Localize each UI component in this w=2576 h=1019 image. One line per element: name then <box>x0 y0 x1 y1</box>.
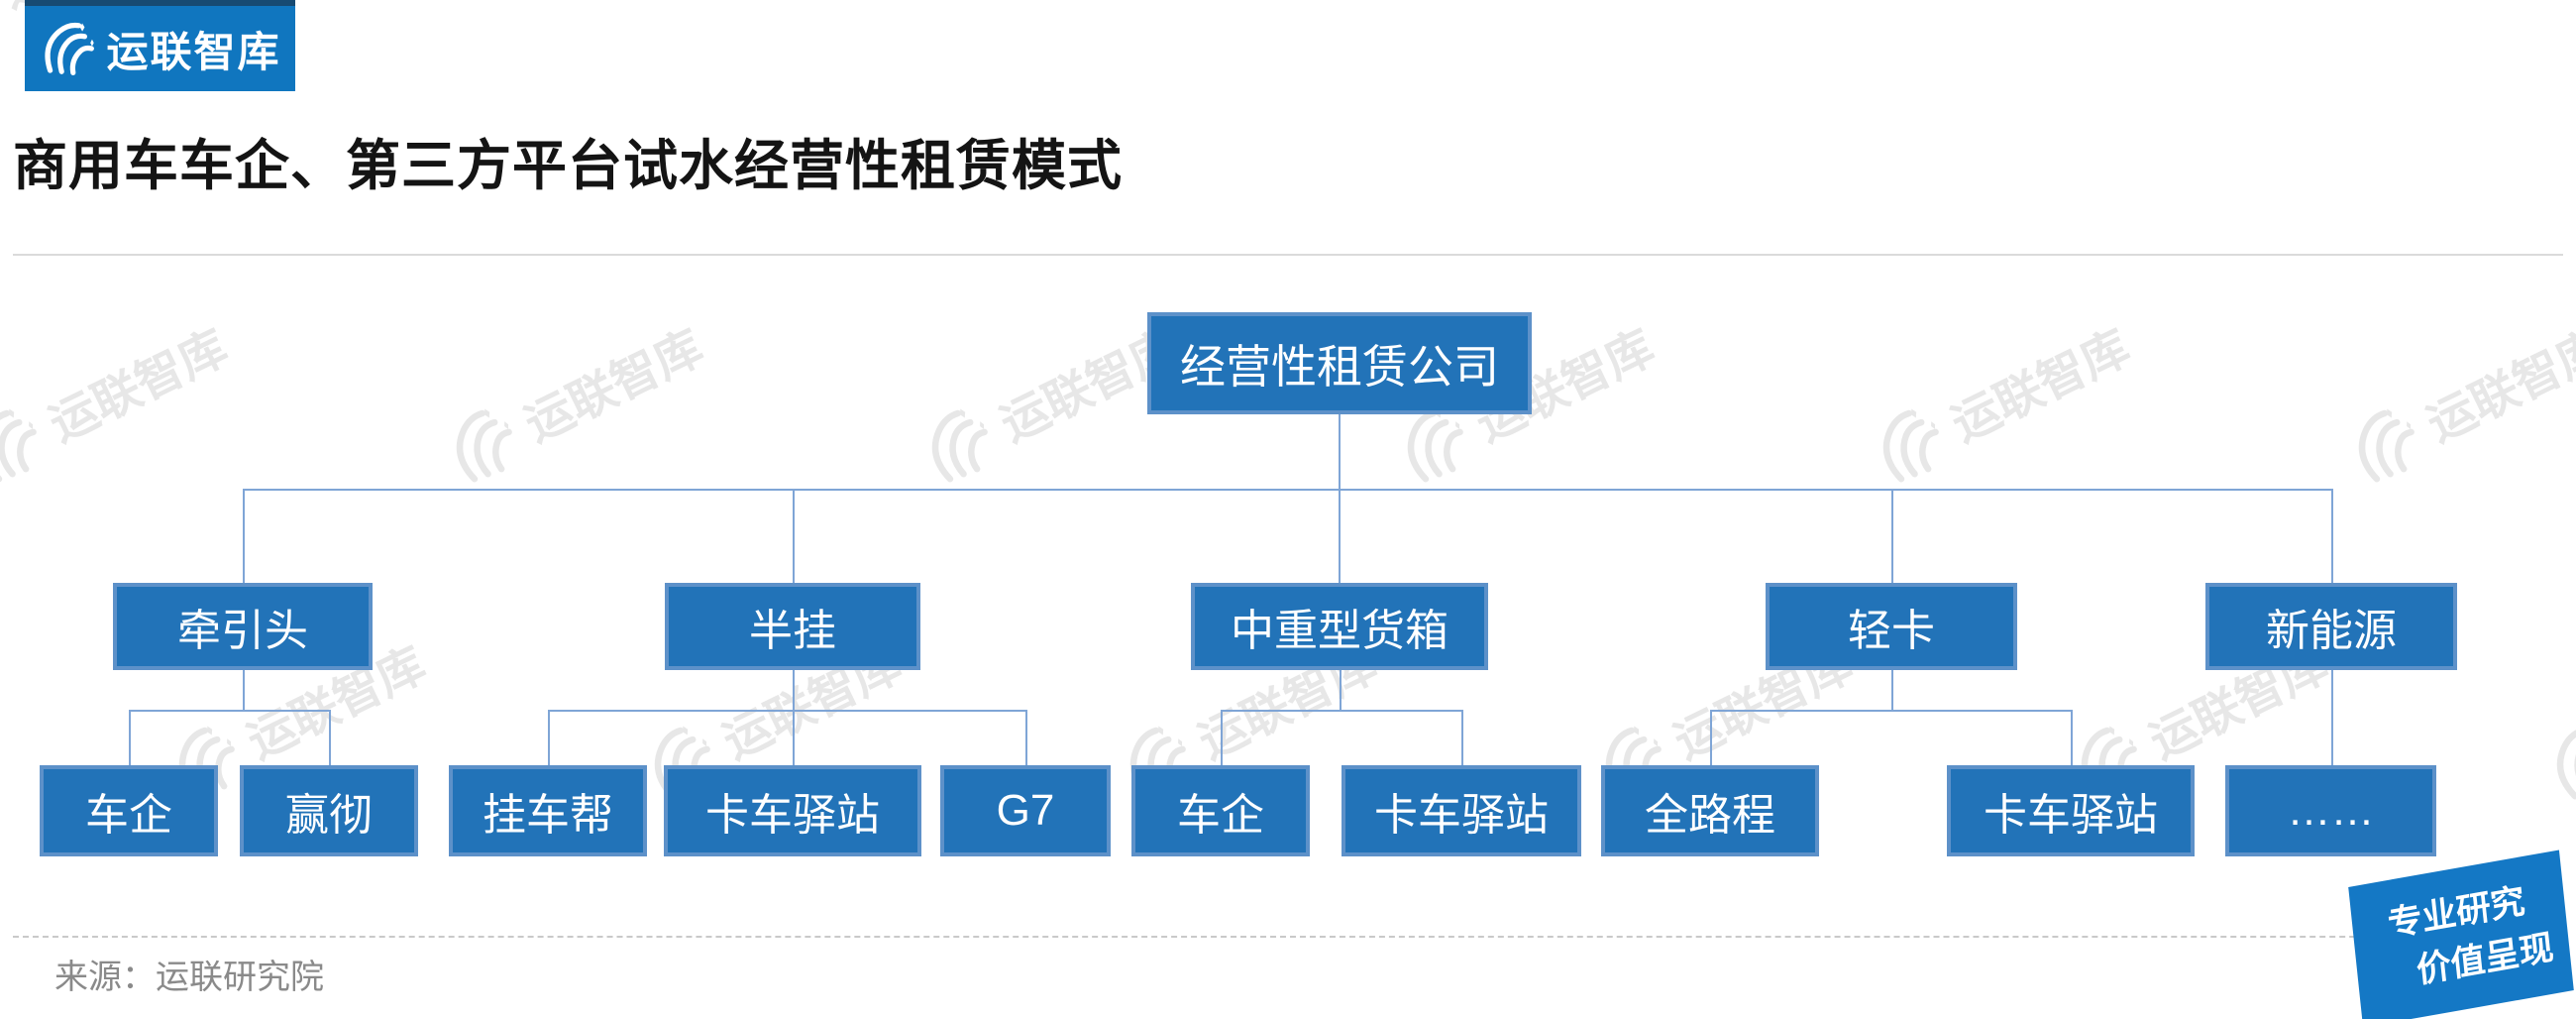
node-guachebang: 挂车帮 <box>449 765 647 856</box>
page-title: 商用车车企、第三方平台试水经营性租赁模式 <box>13 135 1124 196</box>
node-truck-stop-2: 卡车驿站 <box>1342 765 1581 856</box>
node-truck-stop-1: 卡车驿站 <box>664 765 921 856</box>
connector-drop-quanlucheng <box>1710 710 1712 765</box>
watermark: 运联智库 <box>0 308 238 494</box>
connector-tractor-head-drop <box>243 670 245 710</box>
watermark-text: 运联智库 <box>1944 321 2138 452</box>
connector-drop-truck-stop-3 <box>2071 710 2073 765</box>
connector-drop-guachebang <box>548 710 550 765</box>
node-truck-stop-3: 卡车驿站 <box>1947 765 2195 856</box>
footer-divider <box>13 936 2563 938</box>
brand-swirl-icon <box>931 408 988 483</box>
node-oem-2: 车企 <box>1131 765 1310 856</box>
node-semi-trailer: 半挂 <box>665 583 920 670</box>
node-quanlucheng: 全路程 <box>1601 765 1819 856</box>
node-g7: G7 <box>940 765 1111 856</box>
watermark-text: 运联智库 <box>2419 321 2576 452</box>
connector-drop-truck-stop-1 <box>793 710 795 765</box>
connector-semi-trailer-drop <box>793 670 795 710</box>
connector-stub-new-energy <box>2331 489 2333 583</box>
connector-stub-tractor-head <box>243 489 245 583</box>
brand-swirl-icon <box>1882 408 1939 483</box>
source-text: 来源：运联研究院 <box>54 959 324 996</box>
brand-swirl-icon <box>0 408 37 483</box>
logo-top-strip <box>25 0 295 6</box>
connector-root-drop <box>1339 414 1341 491</box>
watermark: 运联智库 <box>2336 308 2576 494</box>
brand-swirl-icon <box>45 22 95 75</box>
connector-main-hbar <box>243 489 2333 491</box>
connector-stub-mid-heavy-cargo-box <box>1339 489 1341 583</box>
connector-drop-truck-stop-2 <box>1461 710 1463 765</box>
connector-new-energy-drop <box>2331 670 2333 765</box>
node-mid-heavy-cargo-box: 中重型货箱 <box>1191 583 1488 670</box>
connector-drop-g7 <box>1025 710 1027 765</box>
brand-swirl-icon <box>2556 727 2576 800</box>
connector-light-truck-drop <box>1891 670 1893 710</box>
connector-semi-trailer-hbar <box>548 710 1027 712</box>
watermark: 运联智库 <box>1861 308 2139 494</box>
watermark-text: 运联智库 <box>517 321 711 452</box>
title-divider <box>13 254 2563 256</box>
node-light-truck: 轻卡 <box>1766 583 2017 670</box>
watermark: 运联智库 <box>2534 625 2576 811</box>
connector-stub-semi-trailer <box>793 489 795 583</box>
corner-badge: 专业研究 价值呈现 <box>2348 849 2574 1019</box>
brand-swirl-icon <box>0 0 5 58</box>
connector-tractor-head-hbar <box>129 710 331 712</box>
node-ellipsis: …… <box>2225 765 2436 856</box>
node-new-energy: 新能源 <box>2205 583 2457 670</box>
brand-swirl-icon <box>456 408 512 483</box>
connector-drop-oem-2 <box>1221 710 1223 765</box>
brand-logo-text: 运联智库 <box>106 28 281 75</box>
connector-drop-yingche <box>329 710 331 765</box>
watermark-text: 运联智库 <box>42 321 236 452</box>
brand-logo: 运联智库 <box>25 6 295 91</box>
watermark: 运联智库 <box>434 308 712 494</box>
connector-mid-heavy-drop <box>1340 670 1342 710</box>
watermark: 运联智库 <box>910 308 1188 494</box>
brand-swirl-icon <box>2358 408 2415 483</box>
connector-drop-oem-1 <box>129 710 131 765</box>
node-tractor-head: 牵引头 <box>113 583 373 670</box>
connector-stub-light-truck <box>1891 489 1893 583</box>
connector-light-truck-hbar <box>1710 710 2073 712</box>
connector-mid-heavy-hbar <box>1221 710 1463 712</box>
node-operating-lease-company: 经营性租赁公司 <box>1147 312 1532 414</box>
node-oem-1: 车企 <box>40 765 218 856</box>
node-yingche: 赢彻 <box>240 765 418 856</box>
